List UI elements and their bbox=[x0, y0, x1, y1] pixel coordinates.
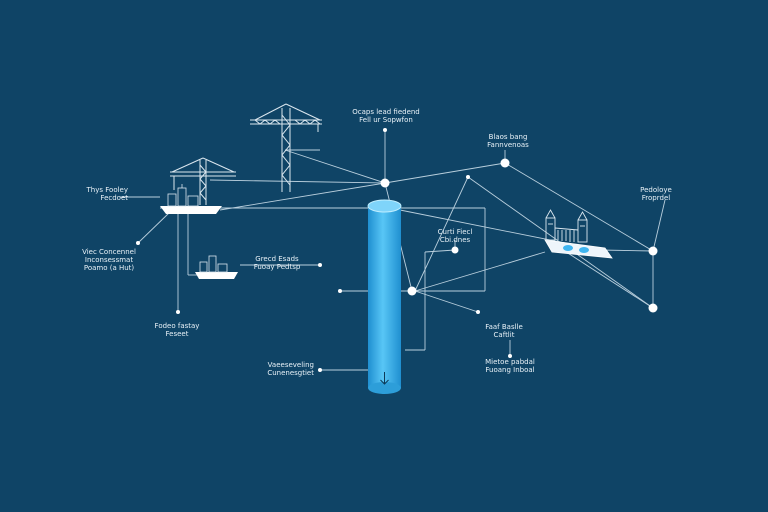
node-left-lower[interactable] bbox=[176, 310, 180, 314]
node-bottom[interactable] bbox=[318, 368, 322, 372]
node-left-middle[interactable] bbox=[136, 241, 140, 245]
label-left-upper: Thys Fooley Fecdoet bbox=[86, 186, 128, 202]
tower-crane-icon bbox=[250, 103, 322, 192]
ship-icon bbox=[160, 184, 222, 214]
factory-platform-icon bbox=[544, 209, 613, 259]
node-curti-fiecl[interactable] bbox=[451, 246, 459, 254]
node-top-right[interactable] bbox=[500, 158, 510, 168]
node-right-lower[interactable] bbox=[648, 303, 658, 313]
label-top-right: Blaos bang Fannvenoas bbox=[487, 133, 529, 149]
node-group bbox=[136, 128, 658, 372]
node-small-ship[interactable] bbox=[318, 263, 322, 267]
small-crane-icon bbox=[170, 157, 236, 205]
node-top-label[interactable] bbox=[383, 128, 387, 132]
label-center-mid: Curti Fiecl Cbi.dnes bbox=[437, 228, 473, 244]
label-small-ship: Grecd Esads Fuoay Pedtsp bbox=[253, 255, 301, 271]
node-hub-top[interactable] bbox=[380, 178, 390, 188]
label-right-upper: Pedoloye Froprdel bbox=[640, 186, 672, 202]
node-right-upper[interactable] bbox=[648, 246, 658, 256]
node-left-mid[interactable] bbox=[338, 289, 342, 293]
label-right-lower: Mietoe pabdal Fuoang Inboal bbox=[485, 358, 535, 374]
node-right-lower-label[interactable] bbox=[508, 354, 512, 358]
small-ship-icon bbox=[195, 255, 238, 279]
label-bottom-center: Vaeeseveling Cunenesgtiet bbox=[267, 361, 314, 377]
node-center[interactable] bbox=[407, 286, 417, 296]
label-left-middle: Viec Concennel Inconsessmat Poamo (a Hut… bbox=[82, 248, 136, 272]
label-right-mid: Faaf Baslle Caftlit bbox=[485, 323, 523, 339]
node-right-mid[interactable] bbox=[476, 310, 480, 314]
label-top-center: Ocaps lead fiedend Fell ur Sopwfon bbox=[352, 108, 420, 124]
label-left-lower: Fodeo fastay Feseet bbox=[154, 322, 200, 338]
storage-cylinder-icon bbox=[367, 199, 402, 394]
node-junction[interactable] bbox=[466, 175, 470, 179]
